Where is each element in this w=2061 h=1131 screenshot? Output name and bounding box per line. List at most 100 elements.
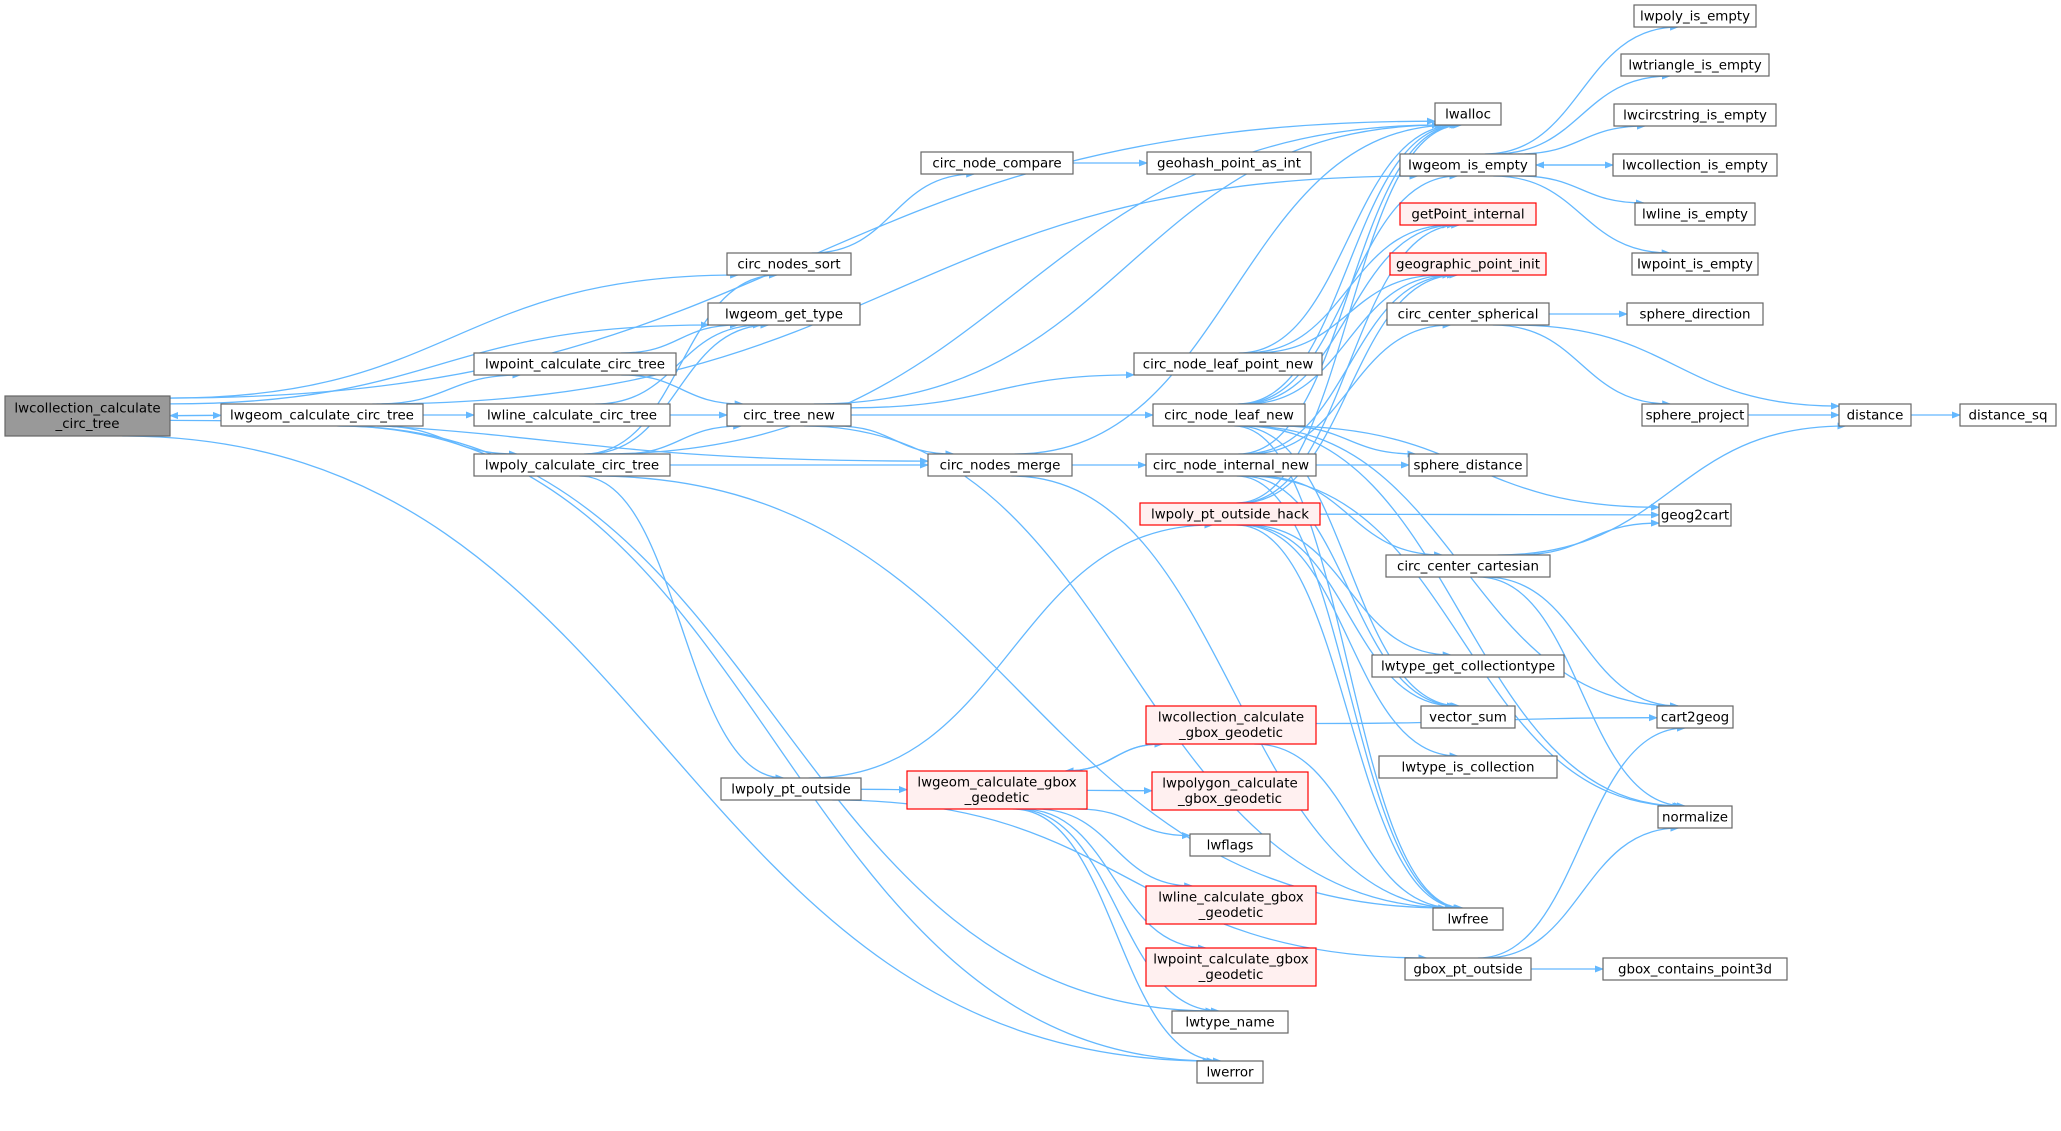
node-label: normalize xyxy=(1662,810,1728,825)
node-lwline-calculate-gbox-geodetic[interactable]: lwline_calculate_gbox_geodetic xyxy=(1145,885,1317,925)
node-lwerror[interactable]: lwerror xyxy=(1196,1060,1264,1084)
node-box xyxy=(1399,202,1537,226)
node-lwcollection-calculate-circ-tree[interactable]: lwcollection_calculate_circ_tree xyxy=(4,395,171,437)
node-lwline-is-empty[interactable]: lwline_is_empty xyxy=(1634,202,1756,226)
node-circ-node-leaf-new[interactable]: circ_node_leaf_new xyxy=(1152,403,1306,427)
edge-lwpoint-calculate-circ-tree-to-lwgeom-get-type xyxy=(620,321,739,354)
edges xyxy=(122,23,1961,1065)
node-lwtype-get-collectiontype[interactable]: lwtype_get_collectiontype xyxy=(1371,654,1565,678)
edge-lwgeom-calculate-gbox-geodetic-to-lwline-calculate-gbox-geodetic xyxy=(1035,808,1194,890)
node-lwflags[interactable]: lwflags xyxy=(1189,833,1271,857)
node-lwtype-name[interactable]: lwtype_name xyxy=(1171,1010,1289,1034)
node-circ-node-leaf-point-new[interactable]: circ_node_leaf_point_new xyxy=(1133,352,1323,376)
node-box xyxy=(1139,502,1321,526)
node-box xyxy=(1631,252,1759,276)
edge-circ-node-leaf-new-to-geographic-point-init xyxy=(1246,271,1452,405)
node-getpoint-internal[interactable]: getPoint_internal xyxy=(1399,202,1537,226)
node-lwpoint-is-empty[interactable]: lwpoint_is_empty xyxy=(1631,252,1759,276)
node-box xyxy=(473,403,671,427)
node-lwpoint-calculate-gbox-geodetic[interactable]: lwpoint_calculate_gbox_geodetic xyxy=(1145,947,1317,987)
node-lwgeom-is-empty[interactable]: lwgeom_is_empty xyxy=(1399,153,1537,177)
node-lwcollection-calculate-gbox-geodetic[interactable]: lwcollection_calculate_gbox_geodetic xyxy=(1145,705,1317,745)
node-box xyxy=(1145,453,1317,477)
edge-circ-node-leaf-new-to-lwalloc xyxy=(1237,121,1461,405)
node-label: lwgeom_calculate_circ_tree xyxy=(230,408,414,423)
node-circ-nodes-merge[interactable]: circ_nodes_merge xyxy=(927,453,1073,477)
node-label: _geodetic xyxy=(1198,968,1264,983)
node-label: lwerror xyxy=(1206,1065,1254,1080)
node-lwpoly-is-empty[interactable]: lwpoly_is_empty xyxy=(1633,4,1757,28)
node-box xyxy=(1620,53,1770,77)
node-sphere-project[interactable]: sphere_project xyxy=(1641,403,1749,427)
node-lwalloc[interactable]: lwalloc xyxy=(1434,102,1502,126)
node-label: circ_nodes_merge xyxy=(940,458,1061,473)
node-box xyxy=(1612,153,1778,177)
node-label: _geodetic xyxy=(1198,906,1264,921)
edge-lwgeom-calculate-gbox-geodetic-to-lwflags xyxy=(1077,808,1191,840)
node-box xyxy=(1389,252,1547,276)
node-box xyxy=(1151,771,1309,811)
edge-lwgeom-calculate-gbox-geodetic-to-lwtype-name xyxy=(1016,808,1220,1015)
edge-gbox-pt-outside-to-cart2geog xyxy=(1477,724,1686,959)
node-cart2geog[interactable]: cart2geog xyxy=(1656,705,1734,729)
node-label: cart2geog xyxy=(1661,710,1729,725)
node-lwpoint-calculate-circ-tree[interactable]: lwpoint_calculate_circ_tree xyxy=(473,352,677,376)
node-label: lwtype_is_collection xyxy=(1402,760,1535,775)
node-label: lwfree xyxy=(1447,912,1488,927)
node-geographic-point-init[interactable]: geographic_point_init xyxy=(1389,252,1547,276)
node-box xyxy=(1633,4,1757,28)
node-circ-nodes-sort[interactable]: circ_nodes_sort xyxy=(726,252,852,276)
node-gbox-contains-point3d[interactable]: gbox_contains_point3d xyxy=(1602,957,1788,981)
node-lwcircstring-is-empty[interactable]: lwcircstring_is_empty xyxy=(1613,103,1777,127)
node-circ-center-cartesian[interactable]: circ_center_cartesian xyxy=(1385,554,1551,578)
node-lwpoly-pt-outside-hack[interactable]: lwpoly_pt_outside_hack xyxy=(1139,502,1321,526)
node-label: getPoint_internal xyxy=(1411,207,1524,222)
node-box xyxy=(1171,1010,1289,1034)
edge-circ-node-internal-new-to-lwfree xyxy=(1236,475,1464,912)
node-lwpoly-calculate-circ-tree[interactable]: lwpoly_calculate_circ_tree xyxy=(473,453,671,477)
edge-circ-node-internal-new-to-normalize xyxy=(1245,475,1682,810)
node-circ-node-compare[interactable]: circ_node_compare xyxy=(920,151,1074,175)
edge-lwcollection-calculate-circ-tree-to-lwgeom-get-type xyxy=(169,321,710,405)
node-box xyxy=(1626,302,1764,326)
edge-circ-node-leaf-point-new-to-lwalloc xyxy=(1238,121,1459,354)
node-sphere-direction[interactable]: sphere_direction xyxy=(1626,302,1764,326)
node-box xyxy=(1145,885,1317,925)
node-lwgeom-get-type[interactable]: lwgeom_get_type xyxy=(707,302,861,326)
node-lwtriangle-is-empty[interactable]: lwtriangle_is_empty xyxy=(1620,53,1770,77)
edge-circ-nodes-sort-to-circ-node-compare xyxy=(811,170,976,254)
node-lwcollection-is-empty[interactable]: lwcollection_is_empty xyxy=(1612,153,1778,177)
node-lwline-calculate-circ-tree[interactable]: lwline_calculate_circ_tree xyxy=(473,403,671,427)
node-lwtype-is-collection[interactable]: lwtype_is_collection xyxy=(1378,755,1558,779)
node-circ-tree-new[interactable]: circ_tree_new xyxy=(726,403,852,427)
node-box xyxy=(1196,1060,1264,1084)
node-label: lwpolygon_calculate xyxy=(1162,777,1297,792)
edge-lwpoly-calculate-circ-tree-to-lwgeom-get-type xyxy=(587,321,770,455)
node-circ-center-spherical[interactable]: circ_center_spherical xyxy=(1386,302,1550,326)
node-box xyxy=(1145,705,1317,745)
node-vector-sum[interactable]: vector_sum xyxy=(1420,705,1516,729)
node-lwpolygon-calculate-gbox-geodetic[interactable]: lwpolygon_calculate_gbox_geodetic xyxy=(1151,771,1309,811)
node-lwgeom-calculate-gbox-geodetic[interactable]: lwgeom_calculate_gbox_geodetic xyxy=(906,770,1088,810)
node-label: lwline_is_empty xyxy=(1642,207,1748,222)
node-sphere-distance[interactable]: sphere_distance xyxy=(1408,453,1528,477)
node-label: lwtype_get_collectiontype xyxy=(1381,659,1555,674)
node-lwfree[interactable]: lwfree xyxy=(1432,907,1504,931)
node-distance-sq[interactable]: distance_sq xyxy=(1959,403,2057,427)
edge-circ-center-spherical-to-sphere-project xyxy=(1492,324,1672,408)
node-geog2cart[interactable]: geog2cart xyxy=(1658,503,1732,527)
node-label: sphere_direction xyxy=(1639,307,1750,322)
node-distance[interactable]: distance xyxy=(1838,403,1912,427)
edge-lwpoly-pt-outside-hack-to-vector-sum xyxy=(1242,524,1456,710)
edge-lwgeom-calculate-gbox-geodetic-to-lwerror xyxy=(1012,808,1222,1065)
node-lwpoly-pt-outside[interactable]: lwpoly_pt_outside xyxy=(720,777,862,801)
node-box xyxy=(1658,503,1732,527)
node-box xyxy=(4,395,171,437)
node-gbox-pt-outside[interactable]: gbox_pt_outside xyxy=(1404,957,1532,981)
node-label: geog2cart xyxy=(1661,508,1729,523)
node-normalize[interactable]: normalize xyxy=(1657,805,1733,829)
node-lwgeom-calculate-circ-tree[interactable]: lwgeom_calculate_circ_tree xyxy=(220,403,424,427)
node-geohash-point-as-int[interactable]: geohash_point_as_int xyxy=(1146,151,1312,175)
node-circ-node-internal-new[interactable]: circ_node_internal_new xyxy=(1145,453,1317,477)
